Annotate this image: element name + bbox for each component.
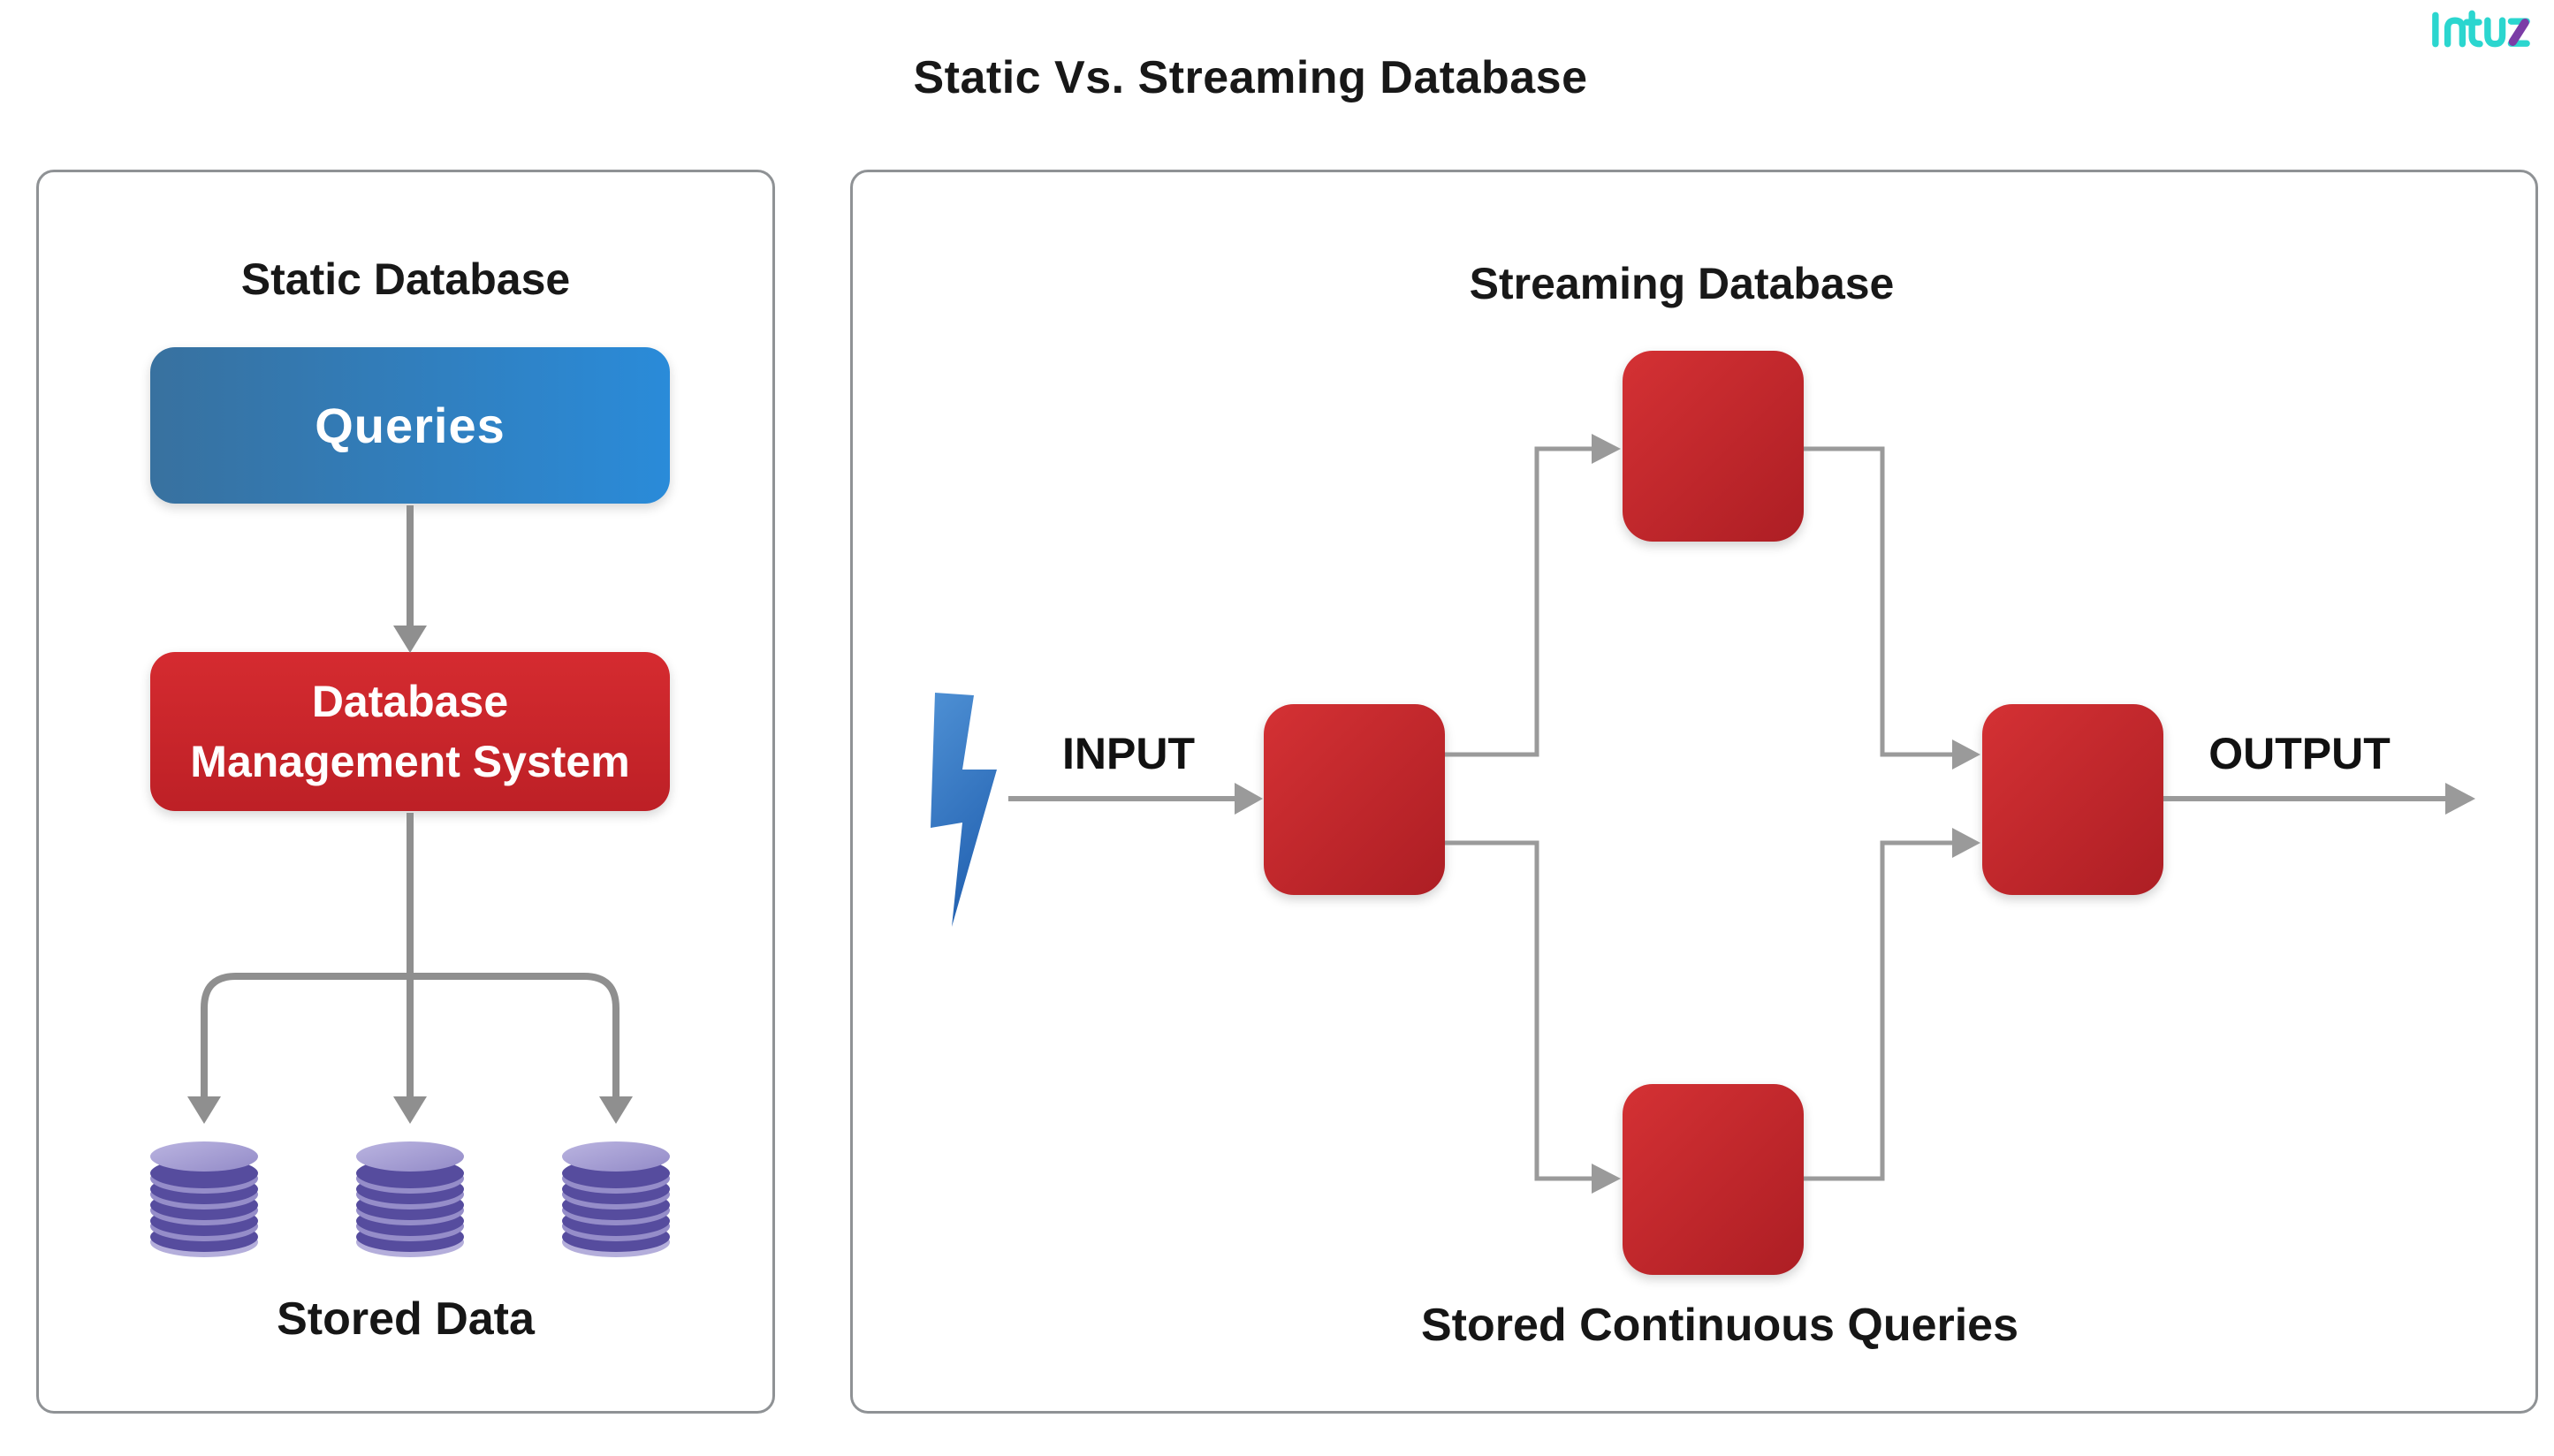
output-label: OUTPUT	[2208, 729, 2391, 778]
stream-node-output	[1982, 704, 2163, 895]
stream-node-input	[1264, 704, 1445, 895]
input-label: INPUT	[1062, 729, 1195, 778]
queries-box: Queries	[150, 347, 670, 504]
dbms-box: Database Management System	[150, 652, 670, 811]
stream-node-top	[1623, 351, 1804, 542]
lightning-bolt-icon	[931, 693, 997, 927]
stored-continuous-queries-caption: Stored Continuous Queries	[1420, 1300, 2019, 1351]
database-cylinder-icon	[562, 1141, 670, 1257]
queries-box-label: Queries	[315, 398, 505, 453]
static-database-panel: Static Database Queries Database Managem…	[36, 170, 775, 1414]
static-database-heading: Static Database	[240, 254, 571, 304]
streaming-database-panel: Streaming Database INPUT OUTPUT	[850, 170, 2538, 1414]
dbms-box-label: Database Management System	[190, 677, 630, 786]
page-title: Static Vs. Streaming Database	[913, 52, 1588, 103]
intuz-logo-icon	[2429, 9, 2533, 56]
stored-data-caption: Stored Data	[277, 1293, 535, 1345]
database-cylinder-icon	[150, 1141, 258, 1257]
streaming-database-heading: Streaming Database	[1469, 259, 1895, 308]
stream-node-bottom	[1623, 1084, 1804, 1275]
database-cylinder-icon	[356, 1141, 464, 1257]
